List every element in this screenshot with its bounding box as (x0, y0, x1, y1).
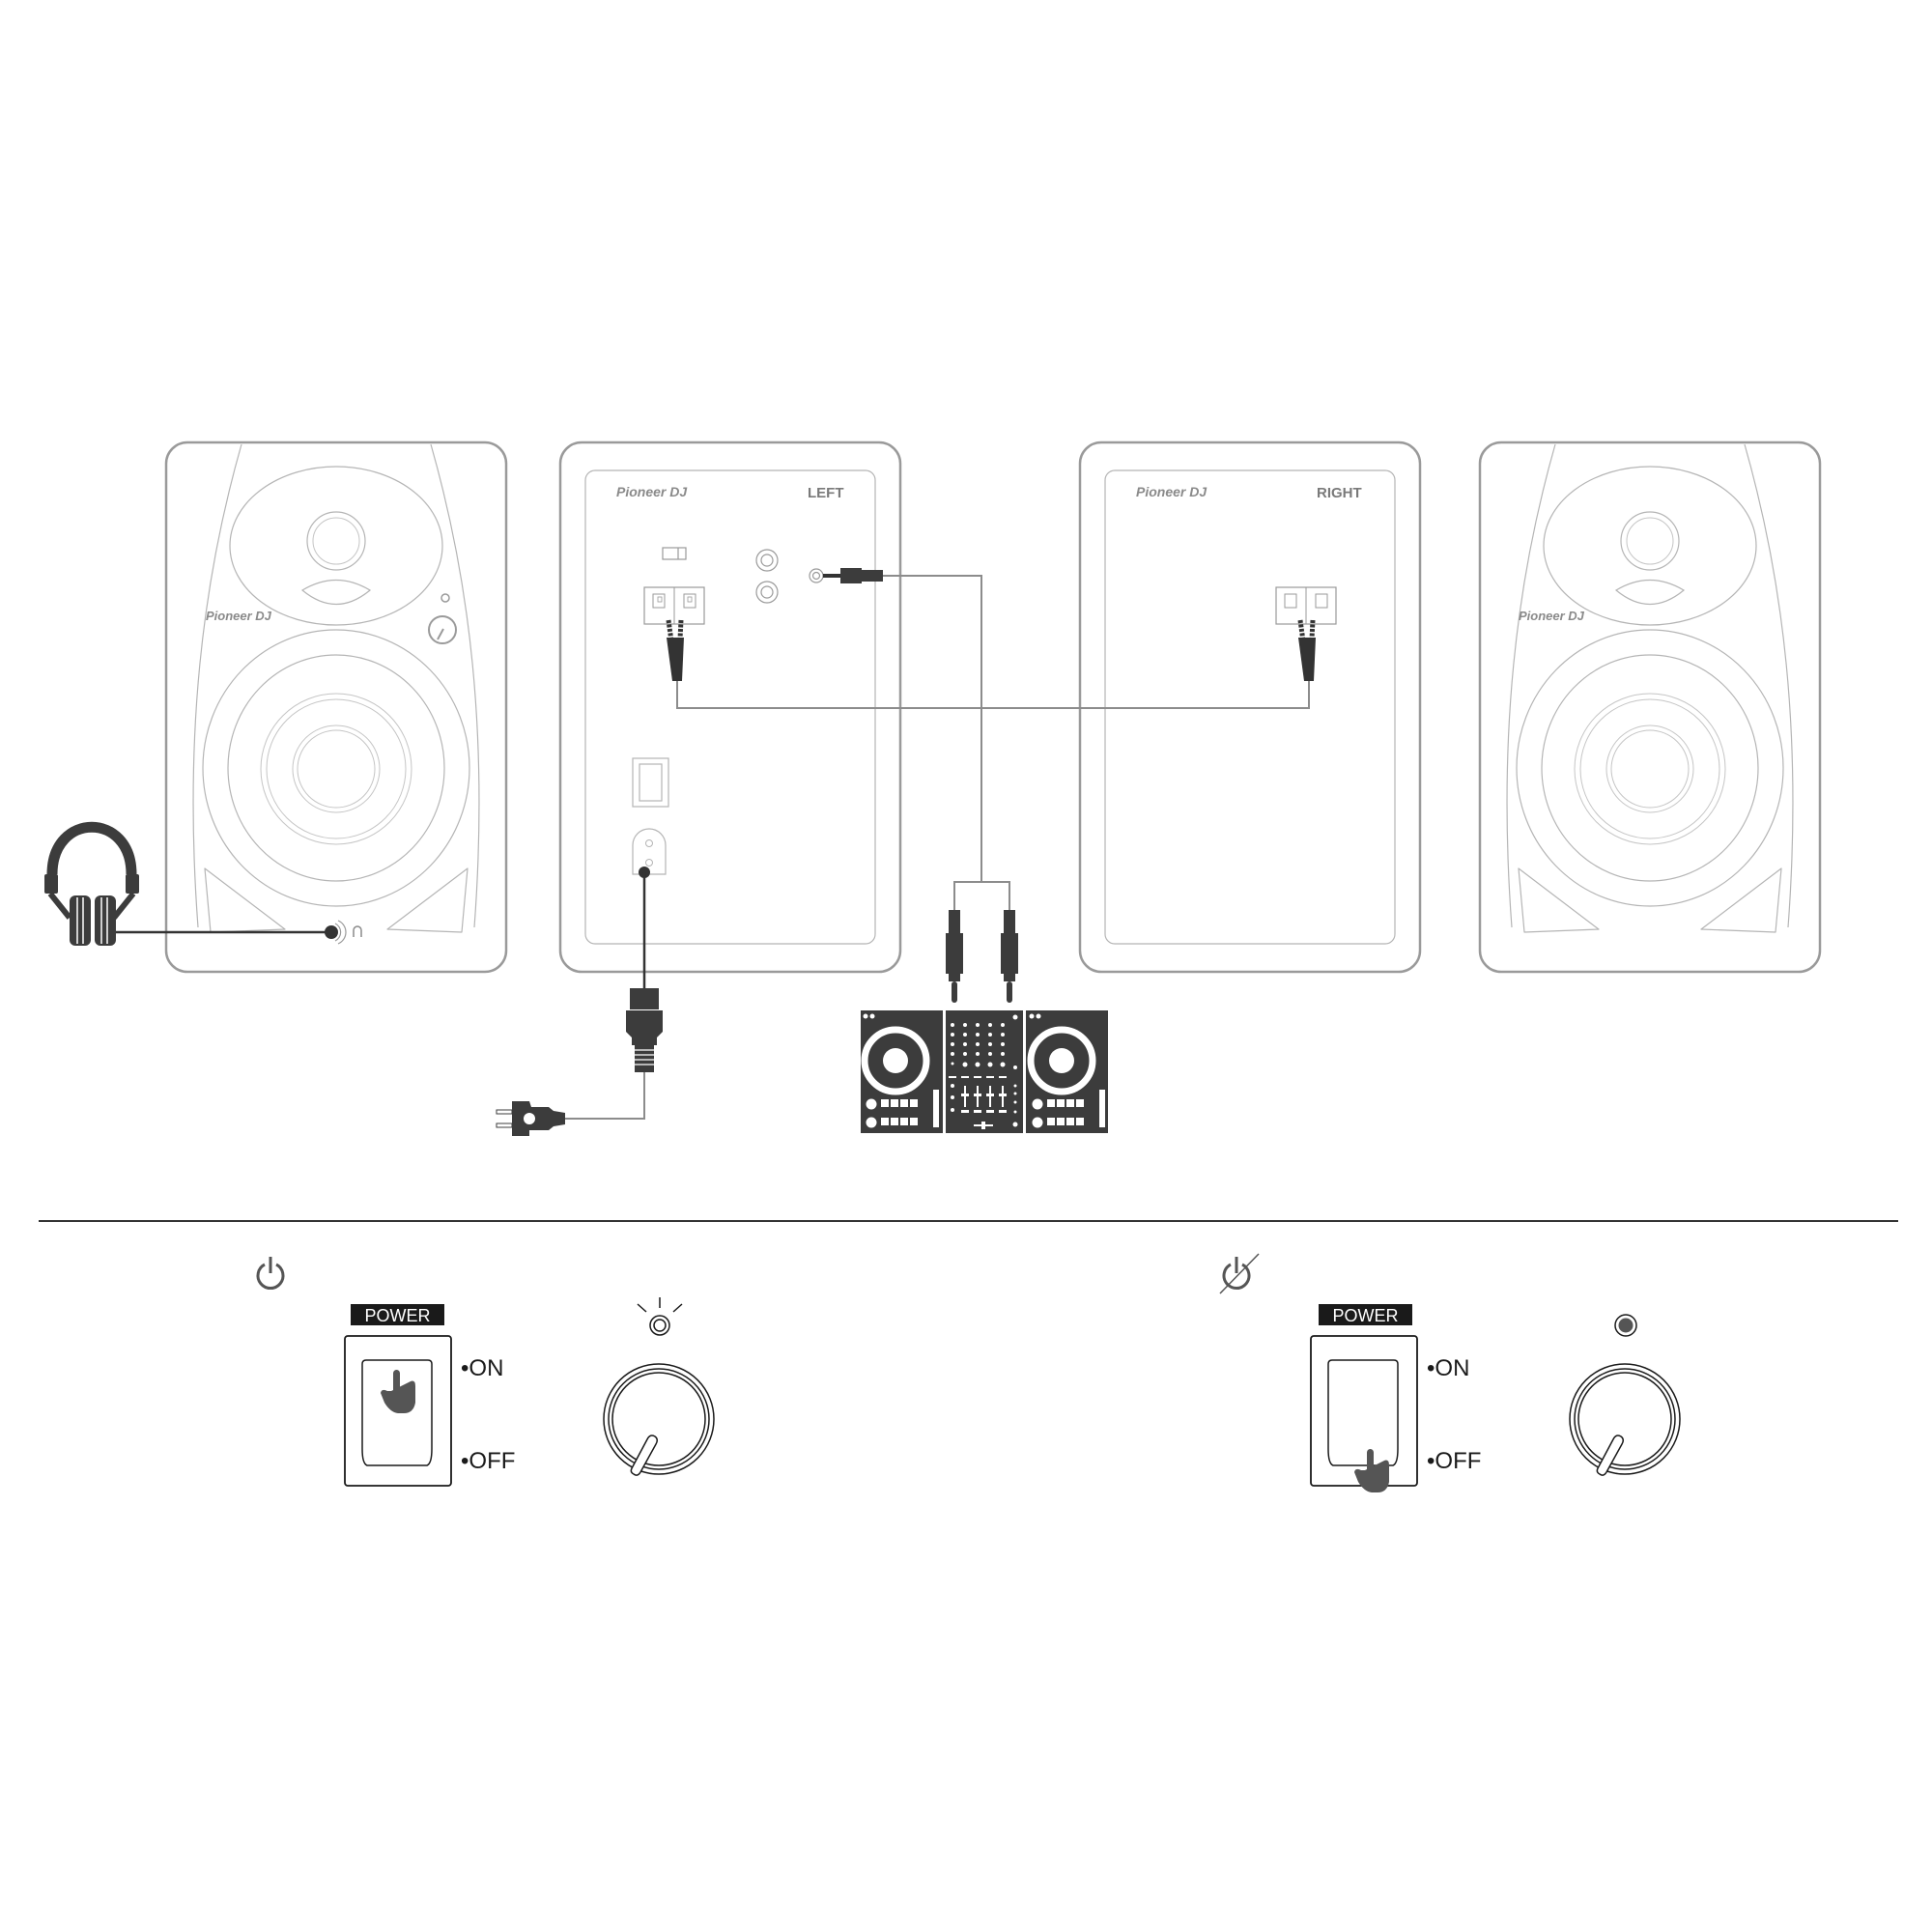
power-cord (496, 867, 663, 1136)
on-label: •ON (461, 1355, 503, 1381)
power-switch-off[interactable] (1310, 1335, 1418, 1487)
brand-logo: Pioneer DJ (1136, 484, 1208, 499)
rca-input-r[interactable] (755, 581, 779, 604)
power-led-icon (440, 593, 450, 603)
power-label: POWER (364, 1306, 430, 1325)
speaker-wire-left (666, 619, 684, 681)
side-label-right: RIGHT (1317, 485, 1362, 501)
power-label: POWER (1332, 1306, 1398, 1325)
mini-to-rca-cable (823, 568, 1018, 1003)
volume-knob[interactable] (428, 615, 457, 644)
ac-inlet[interactable] (632, 828, 667, 875)
brand-logo: Pioneer DJ (1519, 609, 1585, 623)
speaker-wire-right (1297, 619, 1316, 681)
headphone-symbol-icon (353, 925, 362, 937)
volume-knob-on[interactable] (603, 1363, 715, 1476)
rear-power-switch[interactable] (632, 757, 669, 808)
dj-controller-icon (861, 1010, 1108, 1133)
off-label: •OFF (461, 1448, 515, 1474)
mini-jack-input[interactable] (809, 568, 824, 583)
led-lit-icon (637, 1297, 683, 1336)
power-label-box (1319, 1304, 1412, 1325)
right-speaker-front: Pioneer DJ (1478, 440, 1822, 974)
power-off-panel: POWER •ON •OFF (1219, 1253, 1681, 1492)
side-label-left: LEFT (808, 485, 844, 501)
power-on-panel: POWER •ON •OFF (256, 1257, 715, 1487)
left-speaker-front: Pioneer DJ (164, 440, 508, 974)
rca-input-l[interactable] (755, 549, 779, 572)
speaker-cable (676, 681, 1310, 709)
mode-switch[interactable] (662, 547, 687, 560)
on-label: •ON (1427, 1355, 1469, 1381)
led-unlit-icon (1614, 1314, 1637, 1337)
off-label: •OFF (1427, 1448, 1481, 1474)
volume-knob-off[interactable] (1569, 1363, 1681, 1476)
hand-pointer-icon (381, 1370, 415, 1413)
headphones-icon (44, 821, 139, 946)
brand-logo: Pioneer DJ (206, 609, 272, 623)
ac-plug-icon (512, 1101, 565, 1136)
power-switch-on[interactable] (344, 1335, 452, 1487)
hand-pointer-icon (1354, 1449, 1389, 1492)
power-icon (256, 1257, 285, 1291)
power-off-icon (1219, 1253, 1260, 1294)
power-label-box (351, 1304, 444, 1325)
brand-logo: Pioneer DJ (616, 484, 688, 499)
